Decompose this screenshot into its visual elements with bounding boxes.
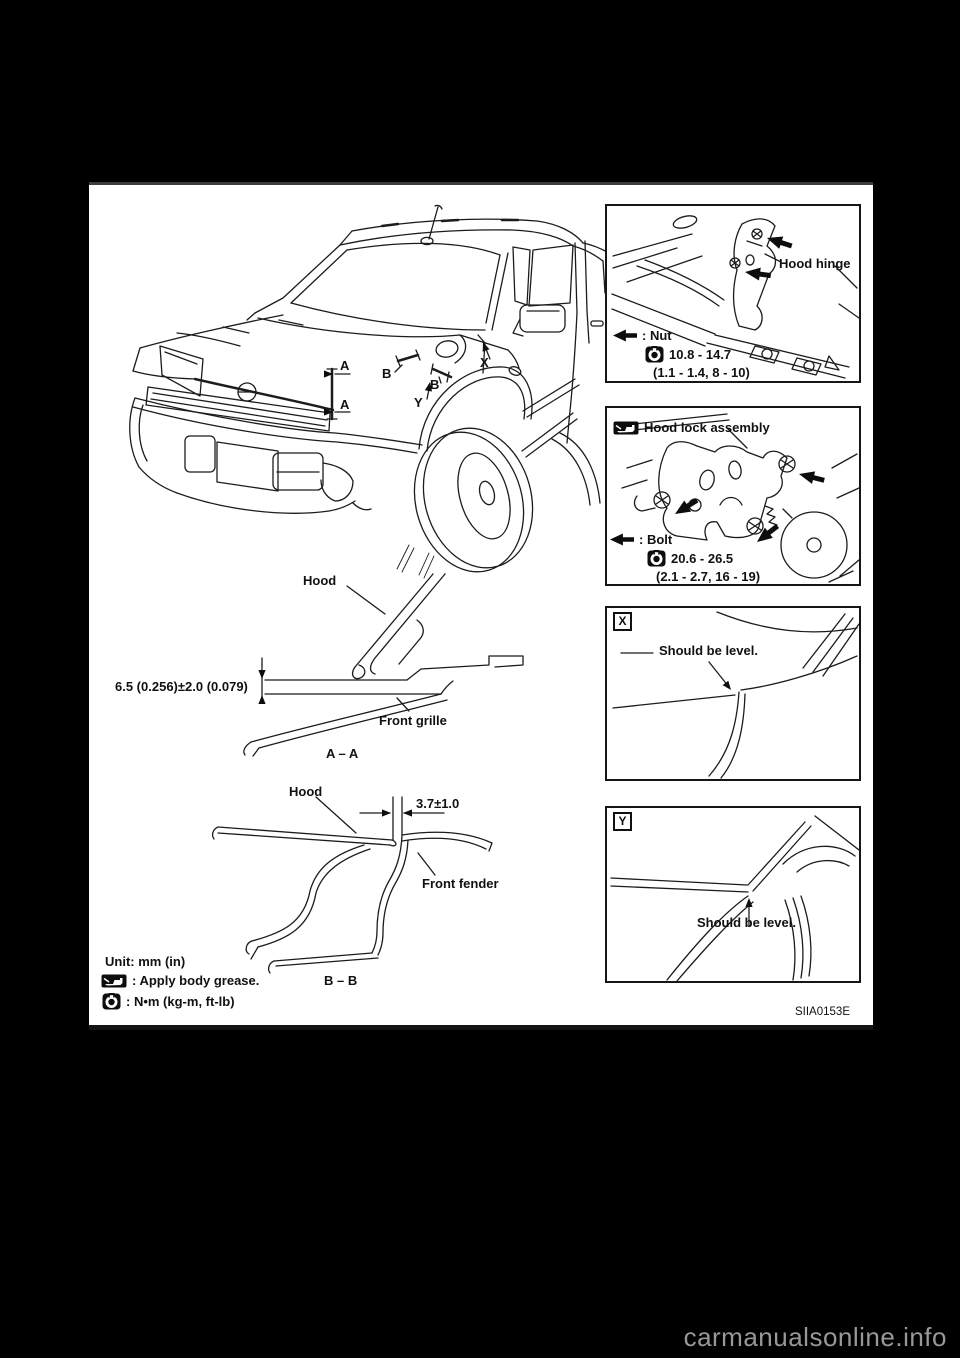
nut-label: : Nut: [642, 328, 672, 343]
black-arrow-icon: [610, 533, 634, 546]
detail-box-hood-hinge: Hood hinge : Nut 10.8 - 14.7 (1.1 - 1.4,…: [605, 204, 861, 383]
view-y-badge: Y: [613, 812, 632, 831]
torque-wrench-icon: [645, 346, 664, 363]
bolt-callout: : Bolt: [610, 532, 672, 547]
view-x-badge: X: [613, 612, 632, 631]
bolt-label: : Bolt: [639, 532, 673, 547]
section-marker-b-left: B: [382, 366, 392, 381]
bb-front-fender-label: Front fender: [422, 876, 499, 891]
legend-grease-row: : Apply body grease.: [101, 973, 259, 988]
legend-grease-label: : Apply body grease.: [132, 973, 260, 988]
view-y-note: Should be level.: [697, 915, 796, 930]
view-x-art: [612, 611, 859, 779]
lock-torque-row: 20.6 - 26.5: [647, 550, 733, 567]
lock-torque-value: 20.6 - 26.5: [671, 551, 734, 566]
legend-torque-label: : N•m (kg-m, ft-lb): [126, 994, 235, 1009]
detail-box-view-y: Y Should be level.: [605, 806, 861, 983]
hinge-torque-row: 10.8 - 14.7: [645, 346, 731, 363]
view-marker-y: Y: [414, 395, 423, 410]
section-aa-drawing: [243, 573, 524, 757]
view-y-art: [610, 815, 859, 981]
aa-caption: A – A: [326, 746, 359, 761]
legend-unit: Unit: mm (in): [105, 954, 186, 969]
bb-dimension: 3.7±1.0: [416, 796, 460, 811]
hood-lock-label: Hood lock assembly: [644, 420, 770, 435]
grease-icon: [101, 974, 127, 987]
figure-code: SIIA0153E: [795, 1006, 850, 1018]
hinge-torque-value: 10.8 - 14.7: [669, 347, 732, 362]
detail-box-view-x: X Should be level.: [605, 606, 861, 781]
section-marker-a-top: A: [340, 358, 350, 373]
hood-hinge-art: [611, 215, 859, 379]
lock-grease-row: Hood lock assembly: [613, 420, 770, 435]
figure-hood-adjustment: A A B B Y X Hood: [89, 182, 873, 1030]
aa-hood-label: Hood: [303, 573, 337, 588]
view-x-note: Should be level.: [659, 643, 758, 658]
detail-box-hood-lock: Hood lock assembly : Bolt 20.6 - 26.5 (2…: [605, 406, 861, 586]
hinge-torque-alt: (1.1 - 1.4, 8 - 10): [653, 365, 750, 380]
legend-torque-row: : N•m (kg-m, ft-lb): [102, 993, 235, 1010]
hood-hinge-label: Hood hinge: [779, 256, 851, 271]
bb-hood-label: Hood: [289, 784, 323, 799]
lock-torque-alt: (2.1 - 2.7, 16 - 19): [656, 569, 761, 584]
grease-icon: [613, 421, 639, 434]
aa-dimension: 6.5 (0.256)±2.0 (0.079): [115, 679, 248, 694]
watermark: carmanualsonline.info: [683, 1322, 947, 1352]
car-front-isometric-drawing: [129, 204, 610, 579]
black-arrow-icon: [613, 329, 637, 342]
section-marker-b-right: B: [430, 377, 440, 392]
section-bb-drawing: [211, 796, 493, 974]
aa-front-grille-label: Front grille: [379, 713, 447, 728]
bb-caption: B – B: [324, 973, 358, 988]
hood-lock-art: [614, 413, 859, 583]
torque-wrench-icon: [647, 550, 666, 567]
nut-callout: : Nut: [613, 328, 672, 343]
torque-wrench-icon: [102, 993, 121, 1010]
view-marker-x: X: [480, 355, 489, 370]
section-marker-a-bottom: A: [340, 397, 350, 412]
